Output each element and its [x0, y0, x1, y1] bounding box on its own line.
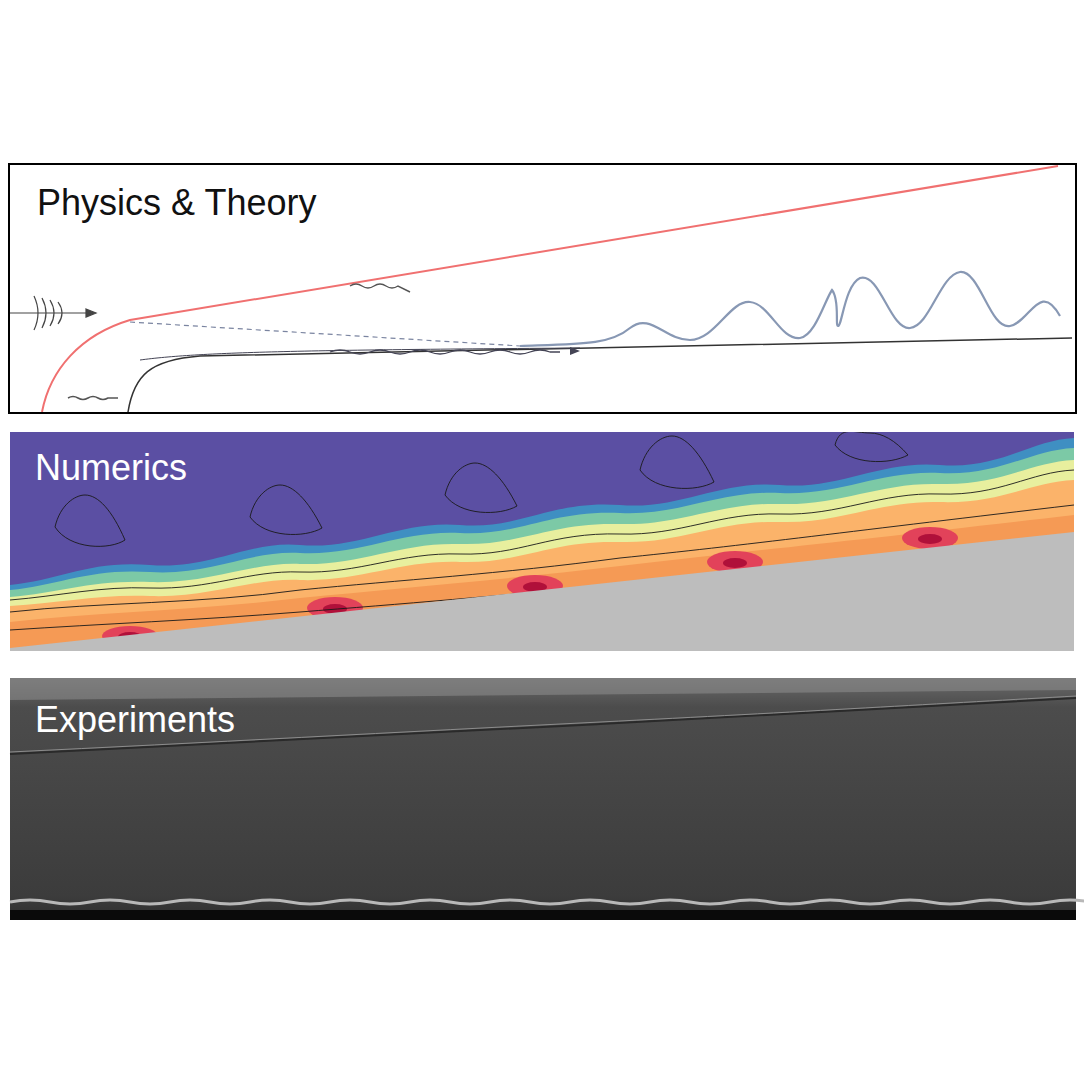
vortical-wave	[350, 284, 410, 292]
ramp-wall	[10, 532, 1074, 651]
theory-panel: Physics & Theory	[8, 163, 1077, 414]
experiments-panel: Experiments	[10, 678, 1076, 920]
wall-line	[128, 338, 1072, 412]
panel-title: Numerics	[35, 448, 187, 488]
acoustic-wave	[10, 296, 96, 330]
dashed-ray	[130, 322, 520, 346]
physics-sketch	[10, 166, 1072, 412]
panel-title: Experiments	[35, 700, 235, 740]
schlieren-image	[10, 678, 1084, 920]
numerics-panel: Numerics	[10, 432, 1074, 651]
entropy-wave	[68, 397, 118, 400]
contour-plot	[10, 432, 1074, 651]
boundary-wave	[330, 350, 560, 354]
instability-wave	[520, 272, 1060, 346]
panel-title: Physics & Theory	[37, 183, 316, 223]
